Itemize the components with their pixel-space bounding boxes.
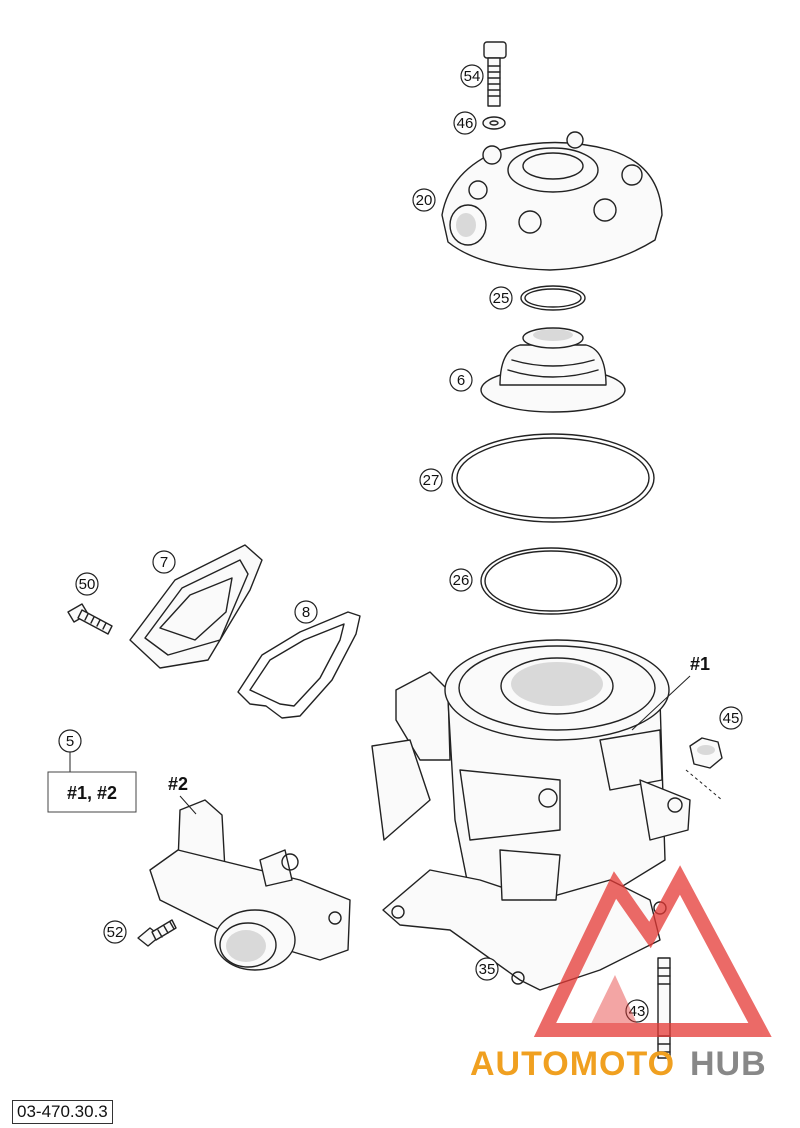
svg-text:35: 35 (479, 961, 496, 978)
gasket-8 (237, 611, 361, 719)
svg-text:54: 54 (464, 68, 481, 85)
o-ring-25 (520, 285, 586, 311)
callout-46: 46 (453, 111, 477, 135)
svg-text:6: 6 (457, 372, 465, 389)
bolt-50 (67, 603, 113, 635)
drawing-code: 03-470.30.3 (12, 1100, 113, 1124)
svg-text:46: 46 (457, 115, 474, 132)
callout-8: 8 (294, 600, 318, 624)
callout-43: 43 (625, 999, 649, 1023)
svg-text:20: 20 (416, 192, 433, 209)
callout-20: 20 (412, 188, 436, 212)
callout-5: 5 (58, 729, 82, 772)
svg-text:7: 7 (160, 554, 168, 571)
svg-text:45: 45 (723, 710, 740, 727)
svg-text:27: 27 (423, 472, 440, 489)
bolt-52 (137, 919, 177, 947)
svg-text:50: 50 (79, 576, 96, 593)
head-insert-6 (480, 327, 626, 413)
callout-6: 6 (449, 368, 473, 392)
callout-7: 7 (152, 550, 176, 574)
o-ring-27 (451, 433, 655, 523)
callout-26: 26 (449, 568, 473, 592)
stud-43 (657, 957, 671, 1059)
svg-text:AUTOMOTO: AUTOMOTO (470, 1045, 675, 1083)
cylinder-ref1 (371, 639, 691, 991)
callout-50: 50 (75, 572, 99, 596)
watermark-text: AUTOMOTO HUB (470, 1045, 767, 1083)
reed-cover-7 (129, 544, 263, 669)
svg-text:#1, #2: #1, #2 (67, 783, 117, 803)
callout-35: 35 (475, 957, 499, 981)
svg-text:8: 8 (302, 604, 310, 621)
svg-text:52: 52 (107, 924, 124, 941)
svg-text:5: 5 (66, 733, 74, 750)
bolt-54 (483, 41, 507, 107)
svg-text:26: 26 (453, 572, 470, 589)
watermark-logo (533, 865, 772, 1037)
callout-54: 54 (460, 64, 484, 88)
callout-25: 25 (489, 286, 513, 310)
svg-text:25: 25 (493, 290, 510, 307)
svg-text:#2: #2 (168, 774, 188, 794)
ref-1-label: #1 (631, 654, 710, 731)
intake-manifold-ref2 (149, 799, 351, 971)
washer-46 (482, 116, 506, 130)
callout-45: 45 (719, 706, 743, 730)
svg-text:HUB: HUB (690, 1045, 767, 1083)
nut-45 (685, 737, 723, 801)
kit-box: #1, #2 (47, 771, 137, 813)
ref-2-label: #2 (168, 774, 197, 815)
svg-text:#1: #1 (690, 654, 710, 674)
callout-52: 52 (103, 920, 127, 944)
callout-27: 27 (419, 468, 443, 492)
cylinder-head-20 (441, 131, 663, 271)
o-ring-26 (480, 547, 622, 615)
svg-text:43: 43 (629, 1003, 646, 1020)
